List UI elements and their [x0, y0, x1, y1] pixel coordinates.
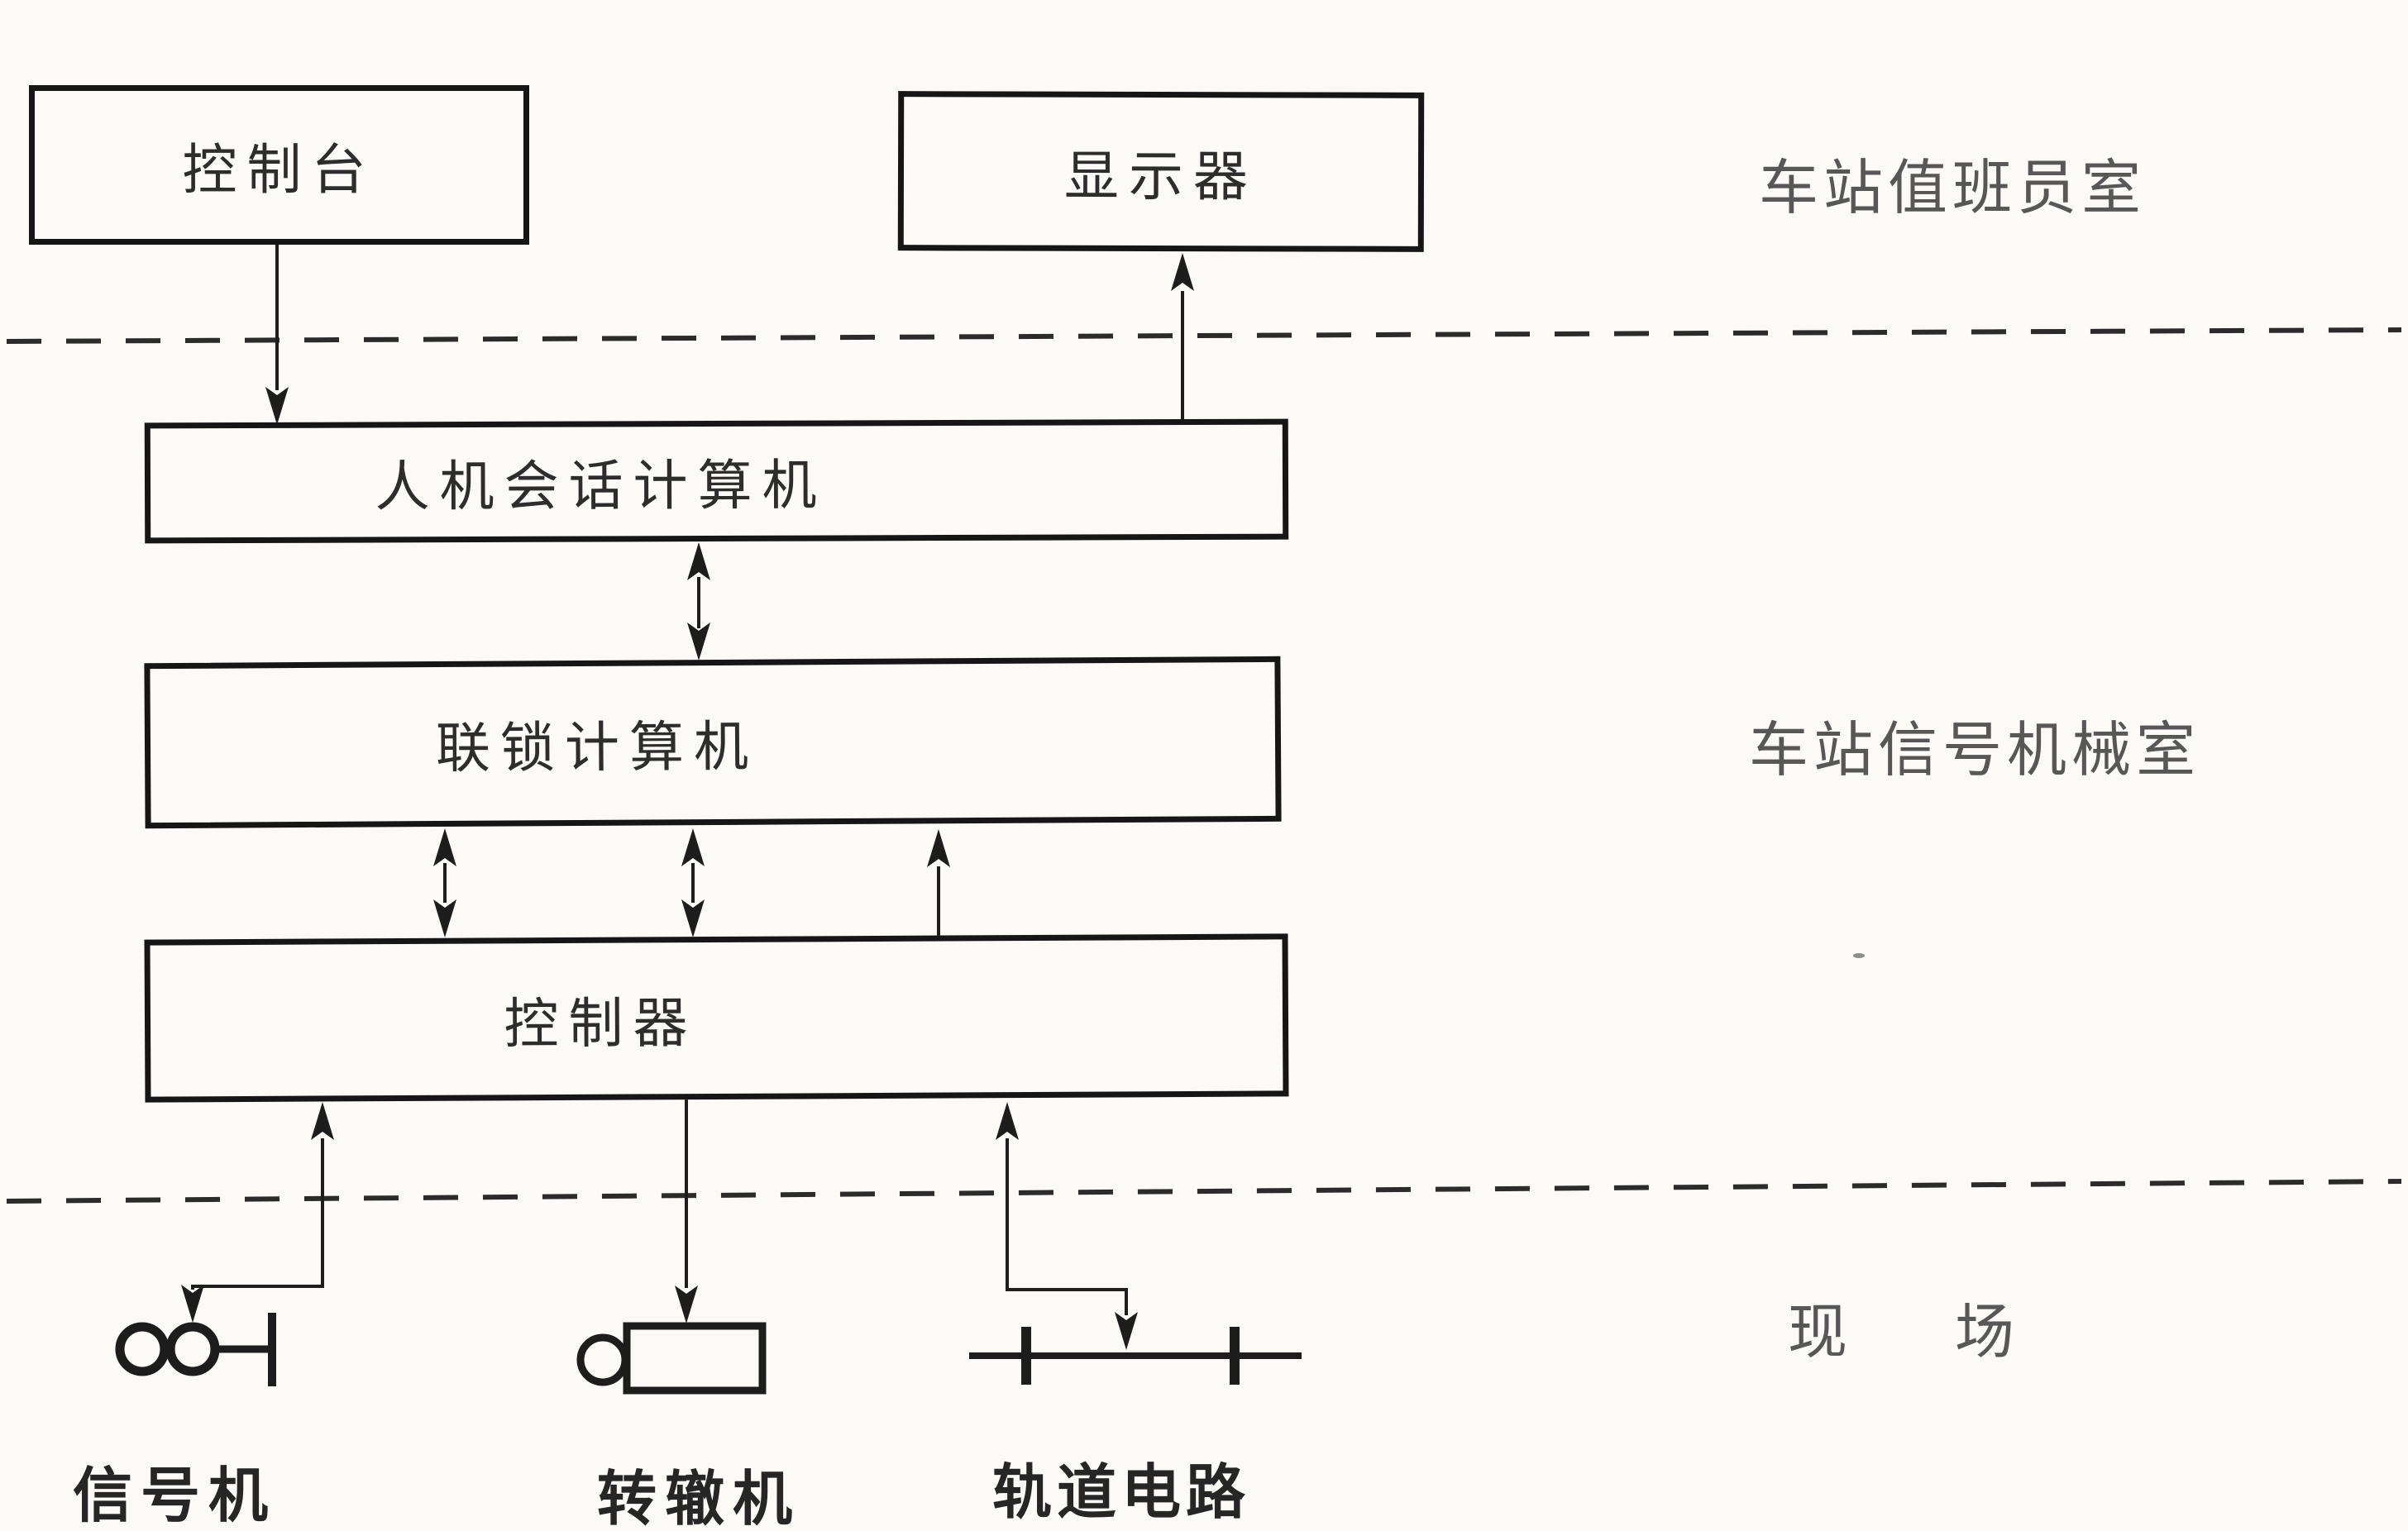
console-box: 控制台 — [29, 85, 529, 245]
track-circuit-label: 轨道电路 — [992, 1460, 1251, 1526]
interlocking-computer-box: 联锁计算机 — [144, 656, 1282, 829]
connector-controller-signal — [181, 1102, 334, 1323]
arrow-controller-to-interlock-up — [927, 829, 950, 937]
field-zone-label: 现场 — [1788, 1300, 2123, 1366]
arrow-interlock-controller-left — [433, 828, 456, 937]
connector-controller-point-machine — [675, 1099, 698, 1324]
arrow-interlock-controller-middle — [681, 828, 705, 937]
arrow-hmi-interlock-bidirectional — [687, 542, 710, 661]
display-box: 显示器 — [897, 91, 1425, 252]
arrow-console-to-hmi — [265, 245, 289, 425]
controller-box-label: 控制器 — [504, 993, 698, 1055]
track-circuit-icon — [969, 1327, 1302, 1385]
interlocking-computer-box-label: 联锁计算机 — [435, 717, 759, 780]
point-machine-icon — [576, 1322, 767, 1395]
zone-divider-line-bottom — [6, 1179, 2402, 1204]
machinery-room-label: 车站信号机械室 — [1749, 718, 2201, 784]
console-box-label: 控制台 — [182, 140, 376, 201]
point-machine-label: 转辙机 — [597, 1467, 801, 1531]
connector-controller-track-circuit — [996, 1102, 1138, 1350]
hmi-computer-box: 人机会话计算机 — [144, 418, 1289, 544]
display-box-label: 显示器 — [1063, 146, 1259, 207]
zone-divider-line-top — [6, 327, 2402, 344]
operator-room-label: 车站值班员室 — [1759, 155, 2147, 222]
signal-label: 信号机 — [73, 1463, 277, 1529]
hmi-computer-box-label: 人机会话计算机 — [375, 455, 827, 518]
arrow-hmi-to-display — [1171, 253, 1194, 421]
signal-icon — [115, 1313, 276, 1386]
controller-box: 控制器 — [144, 933, 1289, 1103]
